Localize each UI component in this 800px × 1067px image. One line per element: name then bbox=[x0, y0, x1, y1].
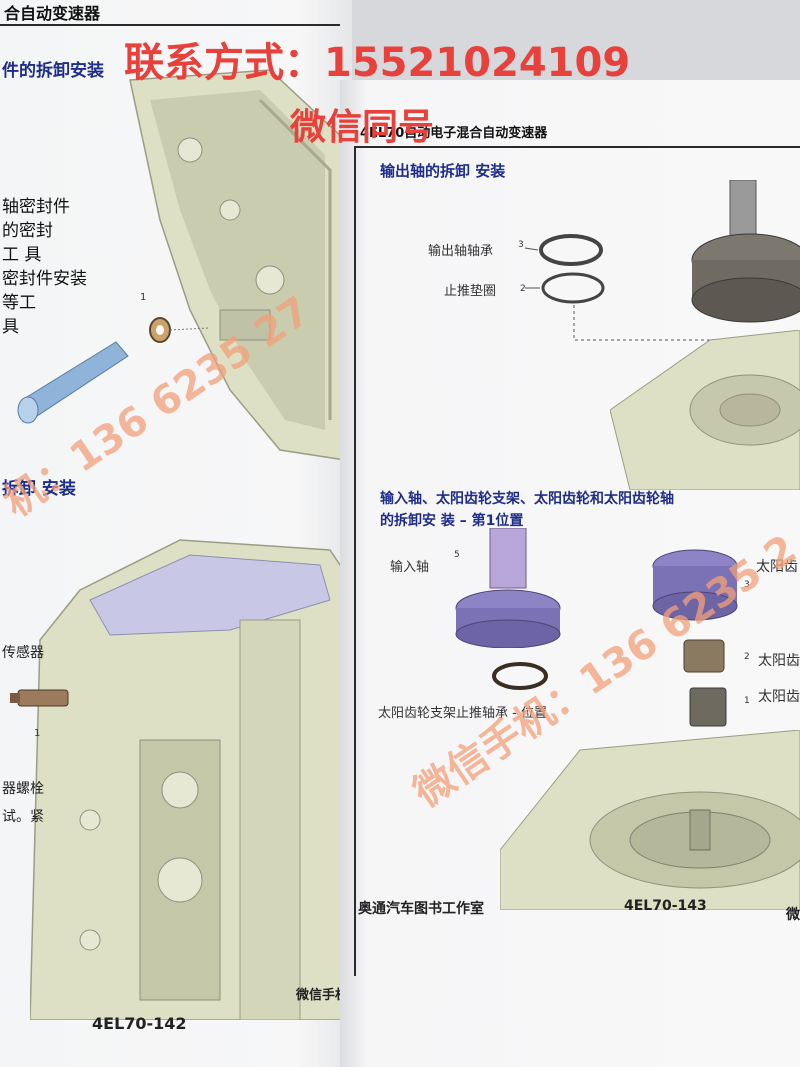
callout-2: 2 bbox=[520, 284, 526, 294]
right-page-number: 4EL70-143 bbox=[624, 898, 707, 914]
left-footer-publisher: 微信手机：13 bbox=[296, 988, 352, 1003]
seal-installer-illustration bbox=[17, 317, 208, 424]
part-thrust-washer: 止推垫圈 bbox=[444, 284, 497, 299]
left-section2-title: 拆卸 安装 bbox=[2, 479, 76, 499]
right-section1-title: 输出轴的拆卸 安装 bbox=[380, 162, 506, 180]
callout-2b: 2 bbox=[744, 652, 750, 662]
sun-gear-shaft-illustration bbox=[689, 687, 727, 727]
sun-gear-carrier-illustration bbox=[652, 549, 738, 621]
right-header: 4EL70自动电子混合自动变速器 bbox=[360, 126, 548, 141]
right-page: 4EL70自动电子混合自动变速器 输出轴的拆卸 安装 输出轴轴承 3 止推垫圈 … bbox=[340, 80, 800, 1067]
left-bottom-text-2: 试。紧 bbox=[2, 809, 44, 825]
part-sun-gear-2: 太阳齿 bbox=[758, 653, 800, 669]
right-housing-illustration-bottom bbox=[500, 730, 800, 910]
left-page: 合自动变速器 件的拆卸安装 轴密封件 的密封 工 具 密封件安装 等工 具 1 … bbox=[0, 0, 352, 1067]
callout-1b: 1 bbox=[744, 696, 750, 706]
left-list-item-2: 的密封 bbox=[2, 221, 53, 241]
thrust-bearing-illustration bbox=[492, 662, 548, 690]
left-section1-title: 件的拆卸安装 bbox=[2, 61, 104, 81]
part-sun-gear: 太阳齿 bbox=[756, 559, 798, 575]
input-shaft-illustration bbox=[455, 528, 561, 648]
left-page-number: 4EL70-142 bbox=[92, 1014, 187, 1033]
left-sensor-label: 传感器 bbox=[2, 645, 44, 661]
output-shaft-bearing-ring bbox=[539, 234, 603, 266]
housing-illustration-top bbox=[129, 69, 346, 460]
leader-lines bbox=[524, 247, 720, 341]
right-section2-title-line2: 的拆卸安 装 – 第1位置 bbox=[380, 513, 524, 529]
output-shaft-gear-illustration bbox=[691, 180, 800, 323]
housing-illustration-bottom bbox=[30, 539, 350, 1020]
right-footer-edge: 微 bbox=[786, 907, 800, 923]
callout-3b: 3 bbox=[744, 580, 750, 590]
left-sensor-callout: 1 bbox=[34, 728, 41, 739]
left-callout-1: 1 bbox=[140, 292, 147, 303]
callout-3: 3 bbox=[518, 240, 524, 250]
part-carrier-thrust-bearing: 太阳齿轮支架止推轴承 - 位置 bbox=[378, 706, 547, 721]
right-housing-illustration-middle bbox=[610, 330, 800, 490]
left-bottom-text-1: 器螺栓 bbox=[2, 781, 44, 797]
part-output-bearing: 输出轴轴承 bbox=[428, 244, 494, 259]
part-sun-gear-3: 太阳齿 bbox=[758, 689, 800, 705]
left-list-item-6: 具 bbox=[2, 317, 19, 337]
left-header-rule bbox=[0, 24, 340, 26]
left-list-item-5: 等工 bbox=[2, 293, 36, 313]
left-list-item-3: 工 具 bbox=[2, 245, 42, 265]
part-input-shaft: 输入轴 bbox=[390, 560, 430, 575]
sun-gear-illustration bbox=[683, 639, 725, 673]
left-list-item-4: 密封件安装 bbox=[2, 269, 87, 289]
callout-5: 5 bbox=[454, 550, 460, 560]
right-margin-rule bbox=[354, 146, 356, 976]
speed-sensor-illustration bbox=[10, 689, 69, 707]
thrust-washer-ring bbox=[541, 272, 605, 304]
left-list-item-1: 轴密封件 bbox=[2, 197, 70, 217]
left-header: 合自动变速器 bbox=[4, 4, 101, 23]
right-section2-title-line1: 输入轴、太阳齿轮支架、太阳齿轮和太阳齿轮轴 bbox=[380, 491, 674, 507]
right-footer-publisher: 奥通汽车图书工作室 bbox=[358, 901, 484, 917]
right-header-rule bbox=[354, 146, 800, 148]
